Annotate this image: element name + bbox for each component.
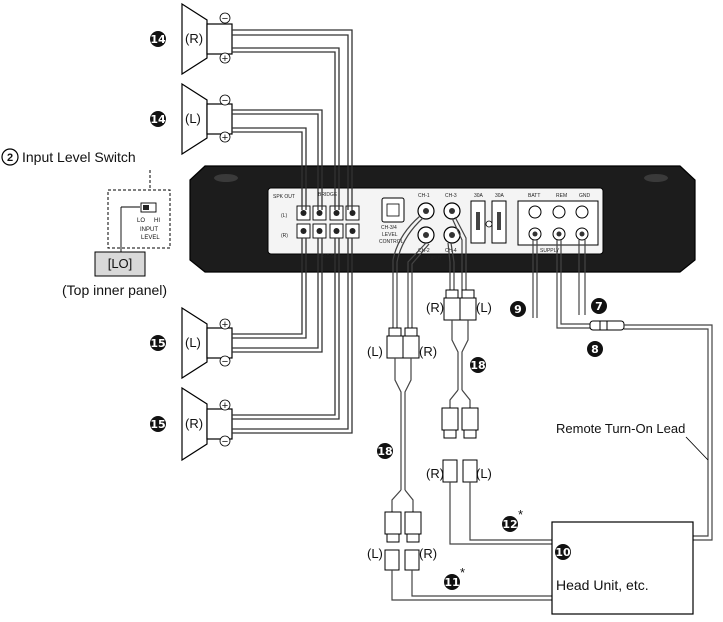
speaker-badge-3: 15	[150, 337, 165, 350]
rca-cable-set-a: (L) (R) (L) (R) 18	[367, 215, 552, 601]
switch-hi-label: HI	[154, 218, 160, 224]
speaker-badge-1: 14	[150, 33, 166, 46]
speaker-minus-1: −	[222, 13, 228, 25]
remote-turn-on-label: Remote Turn-On Lead	[556, 421, 685, 436]
ch1-label: CH-1	[418, 193, 430, 199]
speaker-plus-1: +	[222, 53, 228, 65]
ch2-label: CH-2	[418, 248, 430, 254]
rca-cable-set-b: (R) (L) (R) (L) 18	[426, 216, 552, 545]
bridge-bottom-label: BRIDGE	[318, 254, 338, 260]
badge-18-a: 18	[377, 445, 392, 458]
speaker-front-right: 14 (R) − +	[150, 2, 233, 76]
ch-r-label: (R)	[281, 233, 288, 239]
cable-badges: 12 * 11 *	[444, 507, 523, 590]
input-switch-number: 2	[7, 152, 13, 164]
head-unit-label: Head Unit, etc.	[556, 577, 649, 593]
rca-a-right: (R)	[419, 344, 437, 359]
speaker-minus-3: −	[222, 356, 228, 368]
gnd-label: GND	[579, 193, 591, 199]
speaker-rear-left: 15 (L) + −	[150, 306, 233, 380]
head-unit: 10 Head Unit, etc.	[551, 521, 694, 615]
star-12: *	[518, 507, 523, 522]
rca-c-right: (L)	[476, 300, 492, 315]
switch-level-label: LEVEL	[141, 235, 160, 241]
level-control-line2: LEVEL	[382, 232, 398, 238]
lo-setting-box: [LO]	[108, 256, 133, 271]
badge-12: 12	[502, 518, 517, 531]
rca-b-right: (R)	[419, 546, 437, 561]
top-inner-panel-label: (Top inner panel)	[62, 282, 167, 298]
speaker-rear-right: 15 (R) + −	[150, 386, 233, 462]
speaker-plus-2: +	[222, 132, 228, 144]
speaker-badge-2: 14	[150, 113, 166, 126]
speaker-badge-4: 15	[150, 418, 165, 431]
fuse-b-label: 30A	[495, 193, 505, 199]
ch4-label: CH-4	[445, 248, 457, 254]
speaker-minus-2: −	[222, 95, 228, 107]
badge-9: 9	[514, 303, 522, 316]
speaker-terminal-block: SPK OUT BRIDGE BRIDGE (L) (R)	[273, 192, 360, 260]
switch-lo-label: LO	[137, 218, 145, 224]
ch-l-label: (L)	[281, 213, 287, 219]
speaker-front-left: 14 (L) − +	[150, 82, 233, 156]
switch-input-label: INPUT	[140, 227, 158, 233]
rca-c-left: (R)	[426, 300, 444, 315]
rca-d-left: (R)	[426, 466, 444, 481]
rca-b-left: (L)	[367, 546, 383, 561]
input-label: INPUT	[427, 256, 442, 262]
input-level-switch-callout: 2 Input Level Switch LO HI INPUT LEVEL […	[1, 148, 171, 298]
speaker-channel-4: (R)	[185, 416, 203, 431]
power-terminals: BATT REM GND SUPPLY	[517, 193, 599, 254]
power-cables: 9 7 8 Remote Turn-On Lead	[510, 240, 713, 541]
input-switch-title: Input Level Switch	[22, 149, 136, 165]
star-11: *	[460, 565, 465, 580]
badge-11: 11	[444, 576, 459, 589]
badge-8: 8	[591, 343, 599, 356]
rem-label: REM	[556, 193, 567, 199]
badge-7: 7	[595, 300, 603, 313]
spk-out-label: SPK OUT	[273, 194, 295, 200]
rca-input-jacks: CH-1 CH-3 CH-2 CH-4 INPUT	[417, 193, 461, 262]
badge-18-b: 18	[470, 359, 485, 372]
fuses: 30A 30A	[470, 193, 507, 244]
badge-10: 10	[555, 546, 571, 559]
rca-a-left: (L)	[367, 344, 383, 359]
speaker-channel-1: (R)	[185, 31, 203, 46]
speaker-minus-4: −	[222, 436, 228, 448]
level-control-line3: CONTROL	[379, 239, 404, 245]
speaker-channel-2: (L)	[185, 111, 201, 126]
ch3-label: CH-3	[445, 193, 457, 199]
speaker-channel-3: (L)	[185, 335, 201, 350]
bridge-top-label: BRIDGE	[318, 192, 338, 198]
supply-label: SUPPLY	[540, 248, 560, 254]
amplifier	[189, 165, 696, 273]
speaker-plus-4: +	[222, 400, 228, 412]
rca-d-right: (L)	[476, 466, 492, 481]
level-control-jack: CH-3/4 LEVEL CONTROL	[379, 197, 405, 245]
fuse-a-label: 30A	[474, 193, 484, 199]
speaker-wires	[232, 29, 353, 434]
speaker-plus-3: +	[222, 319, 228, 331]
batt-label: BATT	[528, 193, 540, 199]
level-control-line1: CH-3/4	[381, 225, 397, 231]
